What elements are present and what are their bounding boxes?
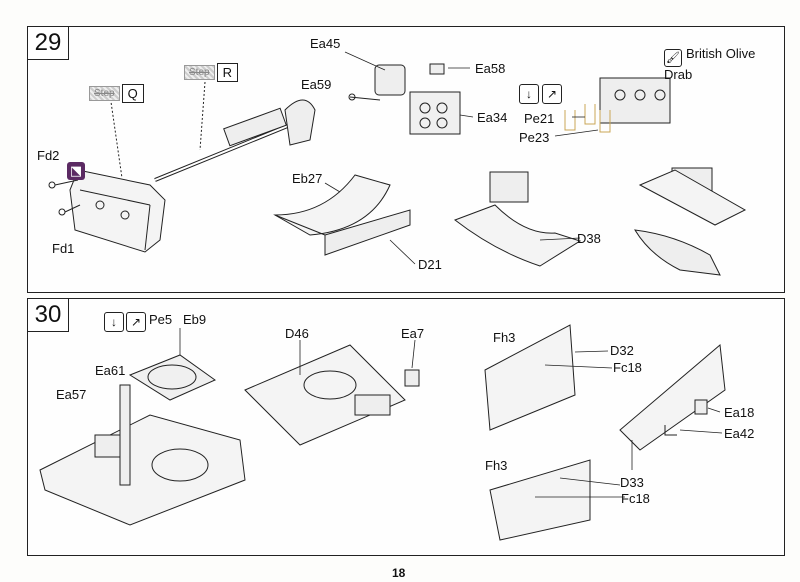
page-number: 18 xyxy=(392,566,406,580)
part-label-ea45: Ea45 xyxy=(310,36,341,51)
paint-callout: 🖌British Olive Drab xyxy=(664,46,774,83)
part-label-d32: D32 xyxy=(610,343,634,358)
cut-and-bend-icon: ↓ xyxy=(104,312,124,332)
shelf-drawing xyxy=(453,171,582,267)
reference-step-q: Step Q xyxy=(89,84,144,103)
bend-icon: ↗ xyxy=(126,312,146,332)
part-label-d21: D21 xyxy=(418,257,442,272)
part-label-pe23: Pe23 xyxy=(519,130,550,145)
bend-icon: ↗ xyxy=(542,84,562,104)
part-label-ea7: Ea7 xyxy=(401,326,425,341)
paint-color-label: British Olive Drab xyxy=(664,46,756,82)
step-number: 30 xyxy=(28,299,69,332)
part-label-fd1: Fd1 xyxy=(52,241,75,256)
cut-and-bend-icon: ↓ xyxy=(519,84,539,104)
part-label-pe21: Pe21 xyxy=(524,111,555,126)
bracket-radio-drawing xyxy=(564,77,671,133)
part-label-fh3-bottom: Fh3 xyxy=(485,458,508,473)
part-label-fh3-top: Fh3 xyxy=(493,330,516,345)
reference-step-r: Step R xyxy=(184,63,238,82)
part-label-d46: D46 xyxy=(285,326,309,341)
step-number: 29 xyxy=(28,27,69,60)
part-label-ea57: Ea57 xyxy=(56,387,87,402)
part-label-fd2: Fd2 xyxy=(37,148,60,163)
part-label-fc18-top: Fc18 xyxy=(613,360,642,375)
bench-drawing xyxy=(273,174,411,256)
part-label-eb9: Eb9 xyxy=(183,312,207,327)
part-label-pe5: Pe5 xyxy=(149,312,173,327)
part-label-eb27: Eb27 xyxy=(292,171,323,186)
part-label-d38: D38 xyxy=(577,231,601,246)
part-label-ea59: Ea59 xyxy=(301,77,332,92)
part-label-ea61: Ea61 xyxy=(95,363,126,378)
part-label-ea18: Ea18 xyxy=(724,405,755,420)
part-label-ea58: Ea58 xyxy=(475,61,506,76)
right-shelf-drawing xyxy=(634,167,747,276)
part-label-fc18-bottom: Fc18 xyxy=(621,491,650,506)
photo-etch-plate-icon: ⬔ xyxy=(67,162,85,180)
gun-mount-drawing xyxy=(48,81,316,253)
d46-plate-drawing xyxy=(244,344,420,446)
part-label-d33: D33 xyxy=(620,475,644,490)
part-label-ea42: Ea42 xyxy=(724,426,755,441)
part-label-ea34: Ea34 xyxy=(477,110,508,125)
radio-set-drawing xyxy=(348,63,461,135)
hull-roof-drawing xyxy=(39,384,246,526)
paint-brush-icon: 🖌 xyxy=(664,49,682,67)
side-panel-drawing xyxy=(484,324,726,541)
hatch-ring-drawing xyxy=(128,354,217,401)
step-29-panel: 29 xyxy=(27,26,785,293)
